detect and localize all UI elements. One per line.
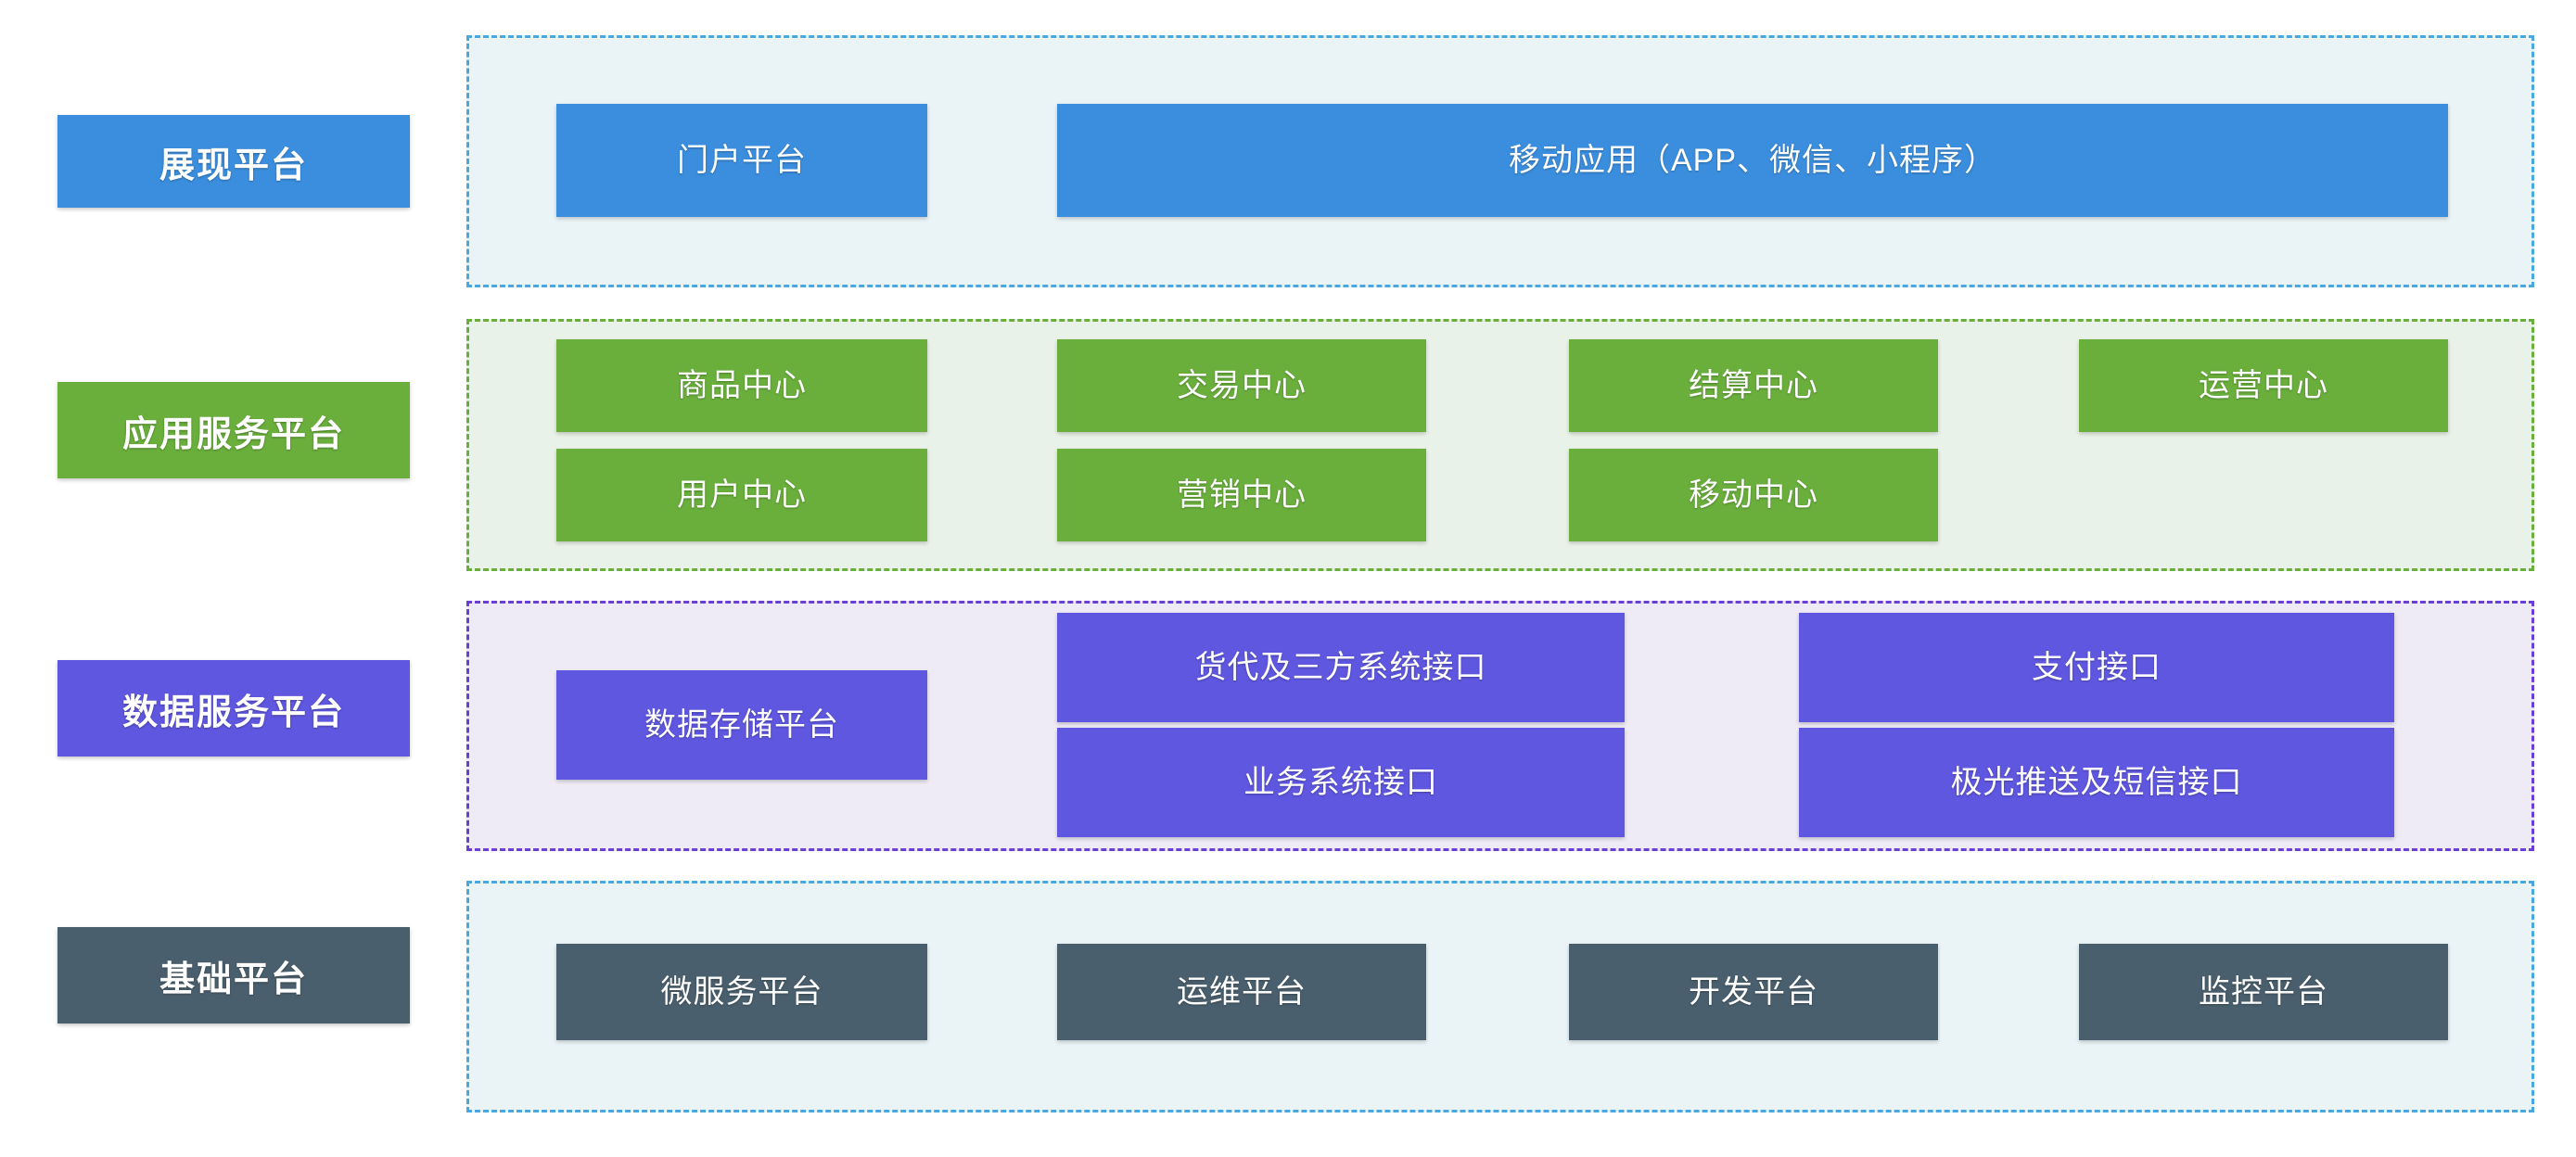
layer-label-infrastructure[interactable]: 基础平台 [57, 927, 410, 1024]
node-operations-maintenance-platform[interactable]: 运维平台 [1057, 944, 1426, 1040]
node-microservice-platform[interactable]: 微服务平台 [556, 944, 927, 1040]
node-business-system-interface[interactable]: 业务系统接口 [1057, 728, 1625, 837]
node-marketing-center[interactable]: 营销中心 [1057, 449, 1426, 541]
node-freight-forwarder-third-party-interface[interactable]: 货代及三方系统接口 [1057, 613, 1625, 722]
layer-label-presentation[interactable]: 展现平台 [57, 115, 410, 208]
node-user-center[interactable]: 用户中心 [556, 449, 927, 541]
node-product-center[interactable]: 商品中心 [556, 339, 927, 432]
node-development-platform[interactable]: 开发平台 [1569, 944, 1938, 1040]
layer-label-data-service[interactable]: 数据服务平台 [57, 660, 410, 756]
node-settlement-center[interactable]: 结算中心 [1569, 339, 1938, 432]
node-payment-interface[interactable]: 支付接口 [1799, 613, 2394, 722]
node-operations-center[interactable]: 运营中心 [2079, 339, 2448, 432]
layer-label-application-service[interactable]: 应用服务平台 [57, 382, 410, 478]
node-mobile-center[interactable]: 移动中心 [1569, 449, 1938, 541]
node-data-storage-platform[interactable]: 数据存储平台 [556, 670, 927, 780]
node-jpush-sms-interface[interactable]: 极光推送及短信接口 [1799, 728, 2394, 837]
node-portal-platform[interactable]: 门户平台 [556, 104, 927, 217]
node-mobile-applications[interactable]: 移动应用（APP、微信、小程序） [1057, 104, 2448, 217]
node-transaction-center[interactable]: 交易中心 [1057, 339, 1426, 432]
node-monitoring-platform[interactable]: 监控平台 [2079, 944, 2448, 1040]
